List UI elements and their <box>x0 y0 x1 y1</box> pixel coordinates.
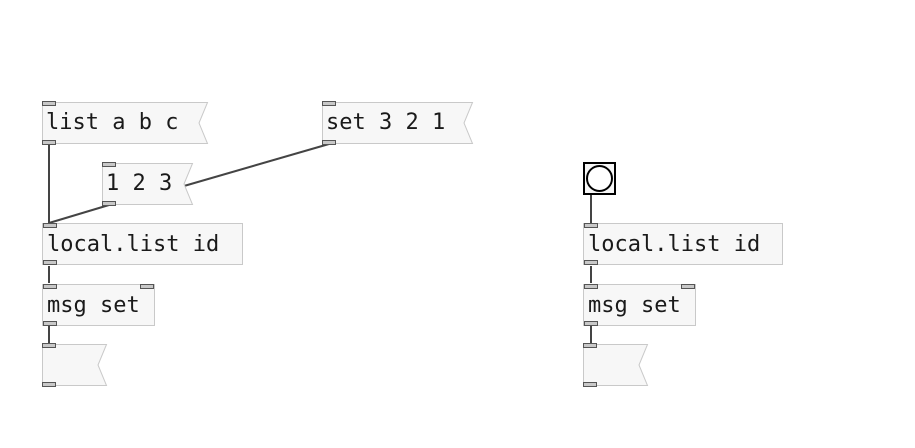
message-text: 1 2 3 <box>106 171 173 196</box>
outlet[interactable] <box>584 321 598 326</box>
outlet[interactable] <box>42 382 56 387</box>
object-text: msg set <box>588 293 681 318</box>
wire-123-to-locallist[interactable] <box>48 204 110 224</box>
message-box-set-3-2-1[interactable]: set 3 2 1 <box>322 101 474 145</box>
object-box-local-list-right[interactable]: local.list id <box>583 223 783 265</box>
outlet[interactable] <box>42 140 56 145</box>
message-frame <box>42 344 108 386</box>
inlet[interactable] <box>322 101 336 106</box>
object-text: msg set <box>47 293 140 318</box>
message-frame <box>42 102 209 144</box>
inlet-right[interactable] <box>681 284 695 289</box>
inlet-left[interactable] <box>584 284 598 289</box>
outlet[interactable] <box>102 201 116 206</box>
message-box-list-a-b-c[interactable]: list a b c <box>42 101 209 145</box>
message-text: set 3 2 1 <box>326 110 446 135</box>
object-text: local.list id <box>588 232 761 257</box>
message-box-empty-left[interactable] <box>42 343 108 387</box>
bang-button[interactable] <box>583 162 616 195</box>
bang-circle-icon <box>586 165 613 192</box>
message-text: list a b c <box>46 110 179 135</box>
inlet[interactable] <box>42 343 56 348</box>
outlet[interactable] <box>43 260 57 265</box>
object-box-msg-set-left[interactable]: msg set <box>42 284 155 326</box>
inlet-right[interactable] <box>140 284 154 289</box>
message-frame <box>322 102 474 144</box>
message-box-1-2-3[interactable]: 1 2 3 <box>102 162 194 206</box>
outlet[interactable] <box>43 321 57 326</box>
wire-set321-to-123[interactable] <box>183 143 330 187</box>
inlet[interactable] <box>584 223 598 228</box>
outlet[interactable] <box>583 382 597 387</box>
inlet[interactable] <box>583 343 597 348</box>
inlet-left[interactable] <box>43 284 57 289</box>
inlet[interactable] <box>102 162 116 167</box>
inlet[interactable] <box>42 101 56 106</box>
object-text: local.list id <box>47 232 220 257</box>
message-frame <box>102 163 194 205</box>
object-box-local-list-left[interactable]: local.list id <box>42 223 243 265</box>
inlet[interactable] <box>43 223 57 228</box>
message-frame <box>583 344 649 386</box>
message-box-empty-right[interactable] <box>583 343 649 387</box>
outlet[interactable] <box>584 260 598 265</box>
object-box-msg-set-right[interactable]: msg set <box>583 284 696 326</box>
outlet[interactable] <box>322 140 336 145</box>
